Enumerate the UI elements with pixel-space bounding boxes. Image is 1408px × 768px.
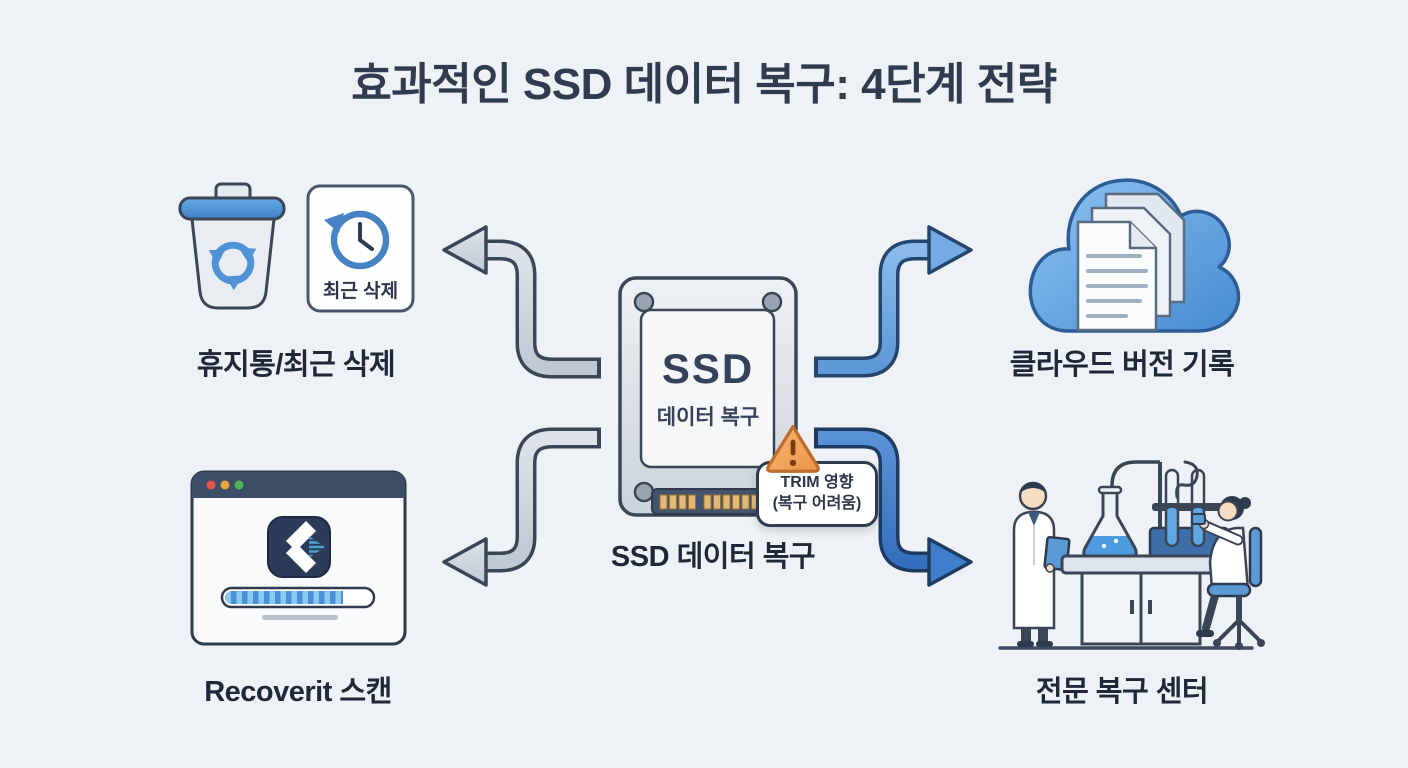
window-detail-line	[262, 615, 338, 620]
warning-icon	[766, 425, 820, 473]
trim-warning-line1: TRIM 영향	[780, 474, 854, 492]
label-recycle-bin: 휴지통/최근 삭제	[196, 349, 396, 381]
ssd-sublabel: 데이터 복구	[656, 406, 760, 429]
lab-scene-icon	[998, 460, 1265, 650]
scientist-seated	[1191, 496, 1265, 650]
arrow-to-cloud	[814, 225, 973, 378]
label-ssd-caption: SSD 데이터 복구	[610, 541, 816, 573]
trim-warning-line2: (복구 어려움)	[772, 495, 862, 512]
arrow-to-pro-center	[814, 427, 973, 587]
progress-bar	[220, 586, 376, 609]
history-clock-icon	[306, 184, 415, 313]
label-recoverit: Recoverit 스캔	[204, 676, 392, 708]
ssd-label-group: SSD 데이터 복구	[620, 345, 796, 431]
page-title: 효과적인 SSD 데이터 복구: 4단계 전략	[351, 60, 1057, 109]
app-window-icon	[190, 470, 407, 646]
label-cloud: 클라우드 버전 기록	[1009, 349, 1235, 381]
documents-icon	[1076, 192, 1186, 332]
arrow-to-recycle-bin	[442, 225, 601, 379]
trash-icon	[178, 182, 286, 310]
history-card-label: 최근 삭제	[322, 281, 399, 302]
scientist-standing	[1012, 481, 1071, 647]
ssd-icon	[618, 276, 798, 517]
recycle-icon	[209, 241, 257, 291]
ssd-label: SSD	[661, 345, 755, 392]
label-pro-center: 전문 복구 센터	[1035, 676, 1209, 708]
arrow-to-recoverit	[442, 427, 601, 587]
traffic-light-icons	[206, 480, 244, 490]
recoverit-logo-icon	[267, 516, 331, 578]
lab-table	[1060, 554, 1247, 646]
